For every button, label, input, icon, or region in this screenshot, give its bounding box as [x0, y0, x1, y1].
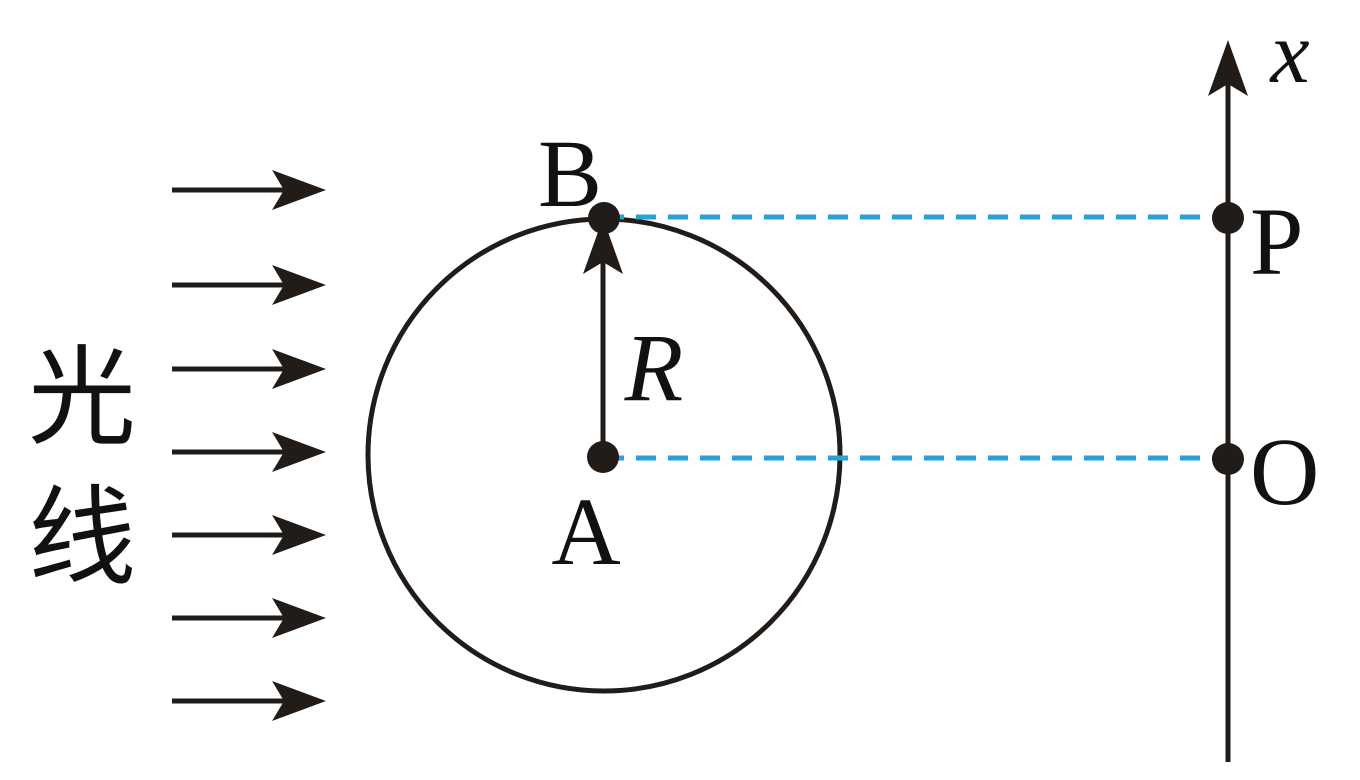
point-a-dot — [587, 441, 619, 473]
light-rays — [172, 170, 326, 721]
light-ray — [172, 349, 326, 389]
light-ray — [172, 432, 326, 472]
arrow-head-icon — [272, 349, 326, 389]
arrow-head-icon — [272, 170, 326, 210]
point-o-dot — [1212, 443, 1244, 475]
light-ray — [172, 598, 326, 638]
label-r: R — [624, 314, 684, 421]
light-ray — [172, 515, 326, 555]
point-b-dot — [588, 202, 620, 234]
label-b: B — [538, 120, 602, 227]
arrow-head-icon — [272, 265, 326, 305]
light-label-char-1: 光 — [28, 336, 136, 461]
light-label-char-2: 线 — [28, 476, 136, 601]
label-p: P — [1250, 188, 1303, 295]
arrow-head-icon — [272, 432, 326, 472]
light-ray — [172, 170, 326, 210]
label-o: O — [1250, 418, 1319, 525]
radius-arrow-head-icon — [583, 218, 623, 274]
light-ray — [172, 681, 326, 721]
point-p-dot — [1212, 202, 1244, 234]
label-axis-x: x — [1268, 5, 1309, 102]
label-a: A — [551, 478, 620, 585]
arrow-head-icon — [272, 681, 326, 721]
arrow-head-icon — [272, 515, 326, 555]
x-axis-arrow-head-icon — [1208, 40, 1248, 96]
light-ray — [172, 265, 326, 305]
arrow-head-icon — [272, 598, 326, 638]
